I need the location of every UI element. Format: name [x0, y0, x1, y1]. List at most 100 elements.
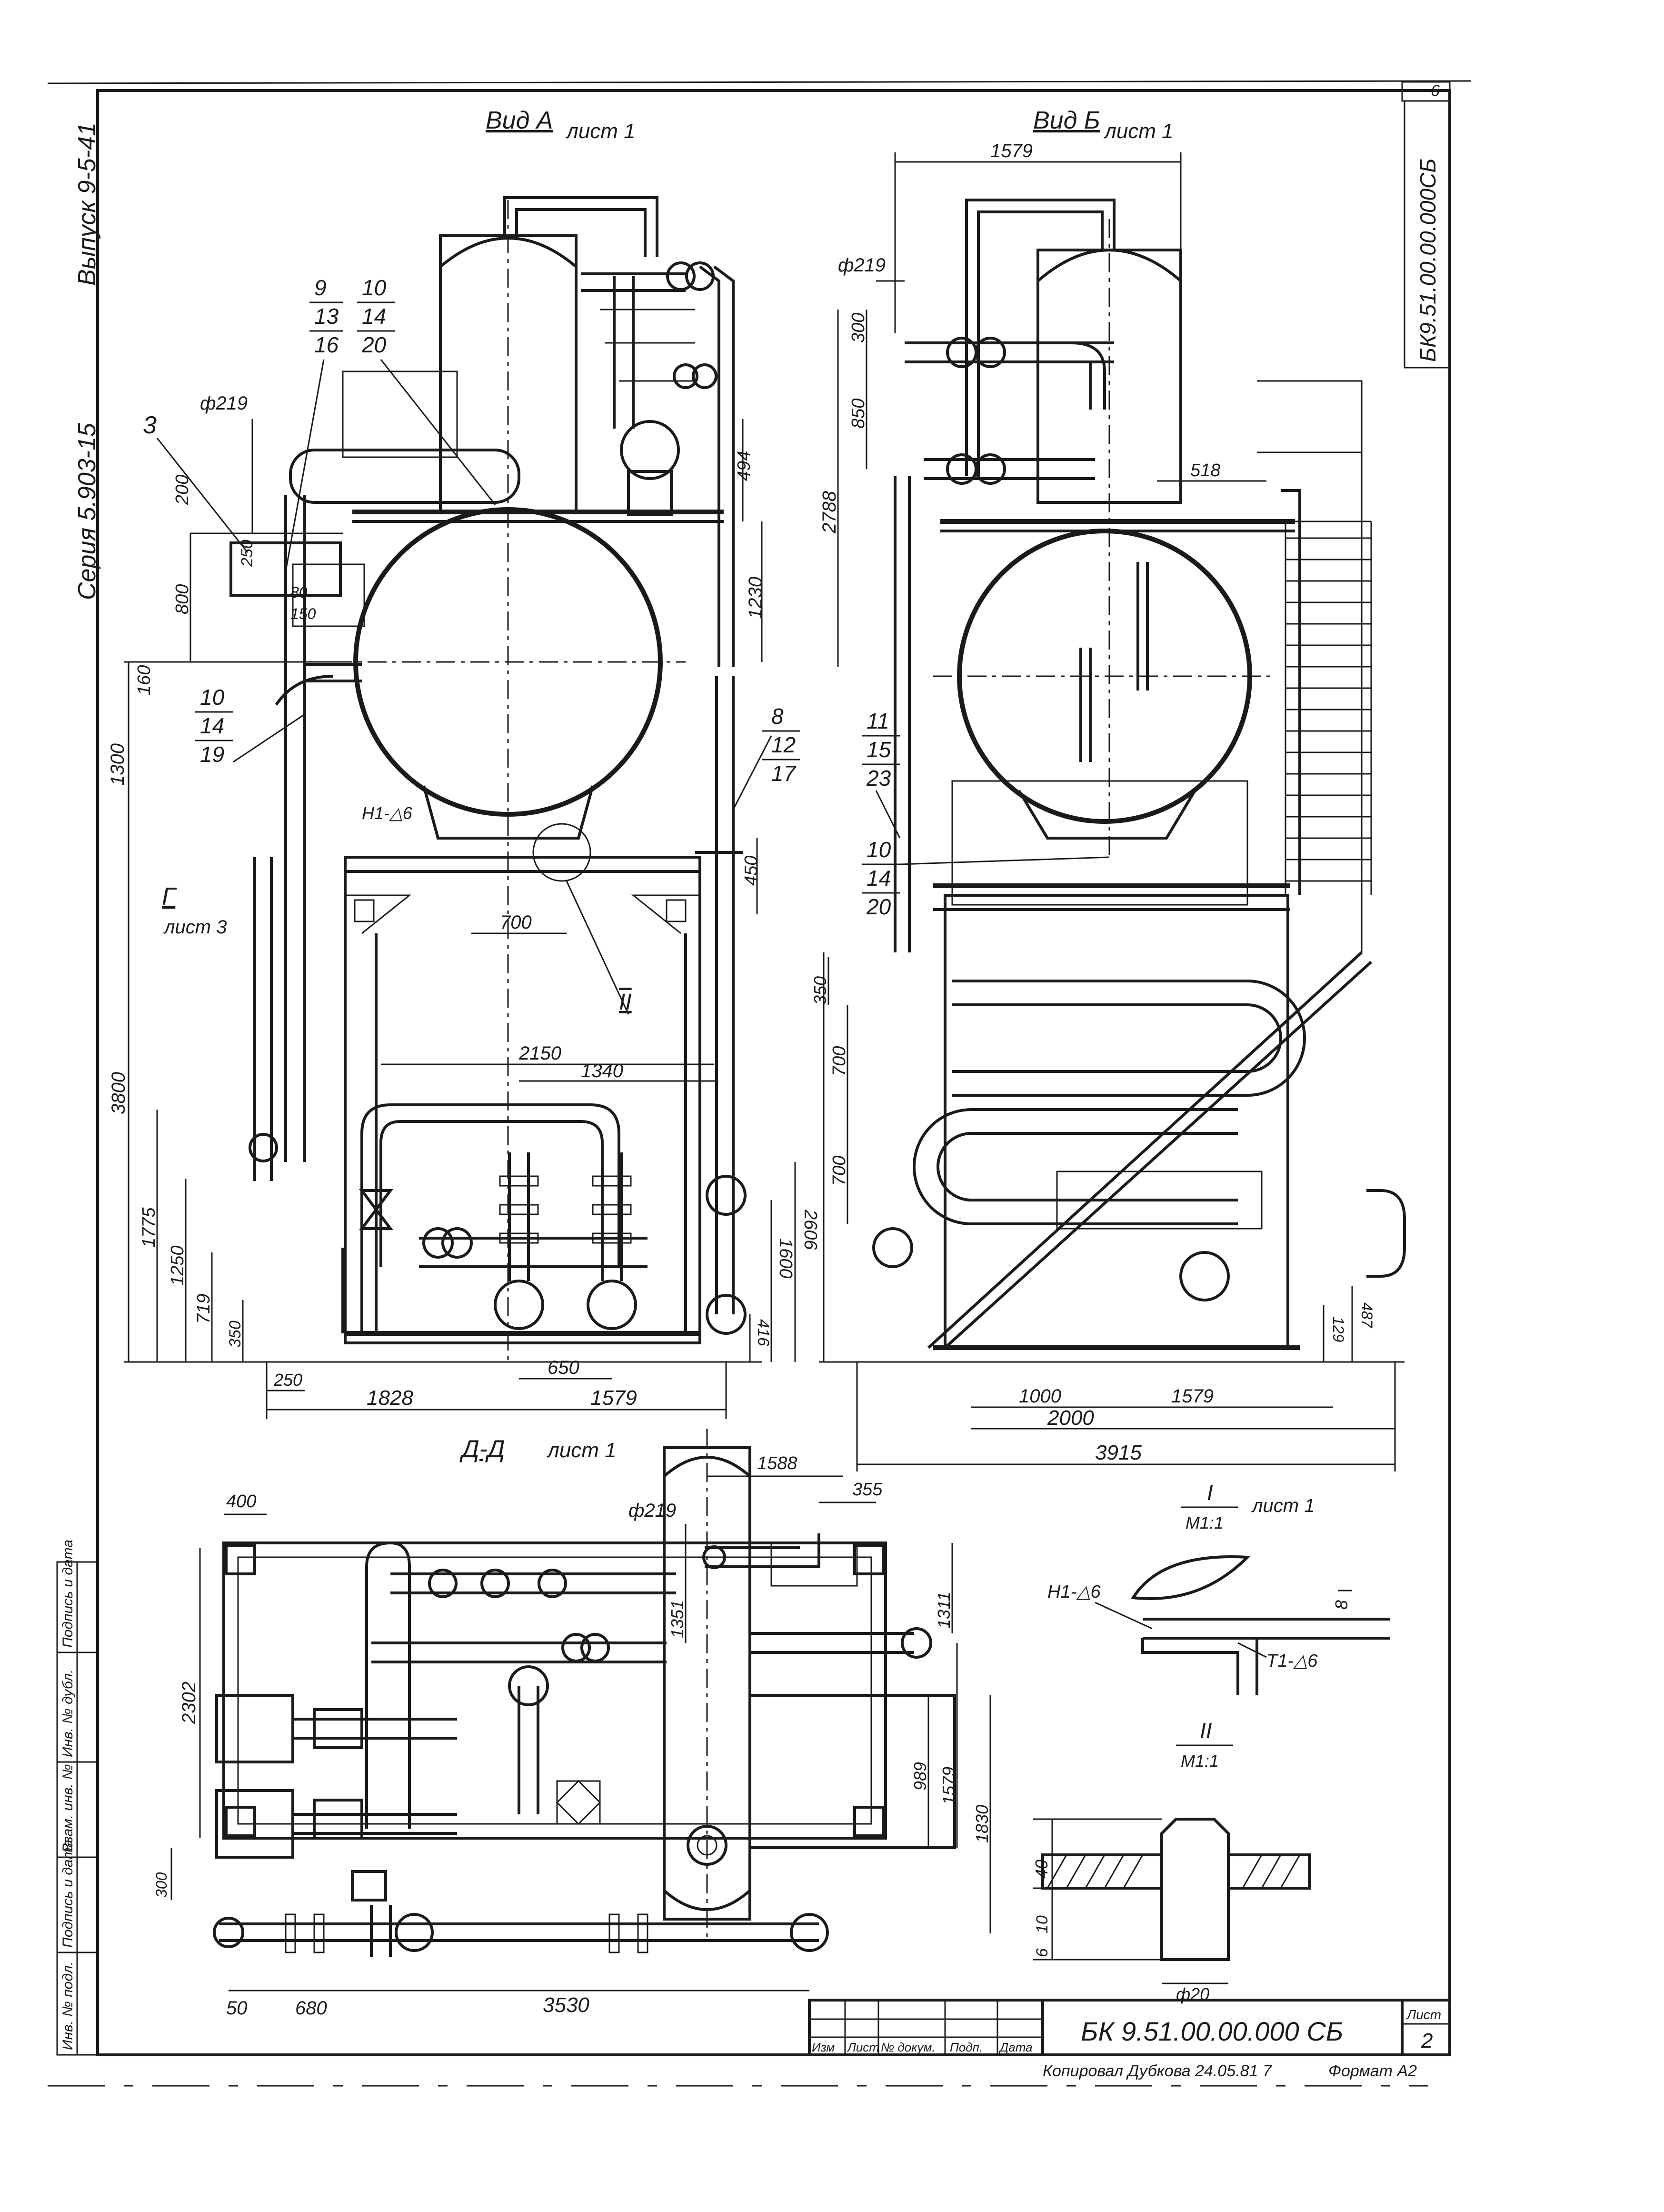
dim-a-1828: 1828	[367, 1386, 413, 1410]
sheet-number: 2	[1421, 2029, 1433, 2052]
stamp-replace-inv: Взам. инв. №	[60, 1764, 76, 1852]
dim-a-650: 650	[548, 1357, 579, 1378]
dim-a-1600: 1600	[776, 1238, 796, 1279]
dim-a-800: 800	[172, 584, 192, 614]
corner-sheet-number: 6	[1431, 82, 1440, 100]
callout-10a: 10	[362, 275, 387, 300]
callout-17: 17	[771, 761, 797, 786]
dim-b-3915: 3915	[1095, 1441, 1142, 1464]
dim-dd-1351: 1351	[668, 1600, 687, 1638]
dim-a-350: 350	[226, 1321, 244, 1348]
detail-1-scale: М1:1	[1186, 1513, 1224, 1532]
dim-dd-1588: 1588	[757, 1453, 797, 1473]
dim-b-2000: 2000	[1047, 1406, 1094, 1430]
title-block: Изм Лист № докум. Подп. Дата БК 9.51.00.…	[808, 1999, 1451, 2080]
sheet-label: Лист	[1406, 2007, 1441, 2022]
detail-2-scale: М1:1	[1181, 1751, 1219, 1771]
callout-9: 9	[314, 275, 327, 300]
callout-14a: 14	[362, 304, 386, 329]
dim-b-700b: 700	[829, 1156, 849, 1186]
detail-2: II М1:1 40 10 6 ф20	[1032, 1718, 1311, 2004]
dim-dd-300: 300	[153, 1872, 170, 1898]
dim-dd-1830: 1830	[972, 1805, 992, 1843]
detail-2-dim10: 10	[1033, 1915, 1051, 1933]
dim-b-1000: 1000	[1019, 1386, 1061, 1407]
callout-12: 12	[771, 732, 796, 757]
callout-13: 13	[314, 304, 339, 329]
stamp-inv-orig: Инв. № подл.	[60, 1962, 76, 2050]
detail-2-dim6: 6	[1033, 1948, 1051, 1957]
dim-b-350: 350	[810, 976, 830, 1005]
dim-dd-400: 400	[226, 1491, 256, 1511]
dim-b-487: 487	[1358, 1302, 1375, 1329]
dim-a-1340: 1340	[581, 1061, 623, 1081]
callout-10b: 10	[200, 685, 225, 710]
dim-a-1579: 1579	[590, 1386, 637, 1410]
dim-a-1775: 1775	[139, 1207, 159, 1248]
detail-2-dim40: 40	[1032, 1860, 1051, 1879]
detail-1-weld2: Т1-△6	[1266, 1651, 1318, 1671]
dim-b-1579b: 1579	[1171, 1386, 1214, 1407]
dim-a-250: 250	[238, 540, 256, 567]
issue-label: Выпуск 9-5-41	[73, 122, 101, 286]
callout-20a: 20	[361, 332, 387, 357]
dim-dd-3530: 3530	[543, 1993, 589, 2017]
dim-a-200: 200	[172, 475, 192, 505]
dim-b-2788: 2788	[819, 490, 840, 534]
callout-b-11: 11	[867, 709, 889, 733]
dim-dd-1311: 1311	[934, 1592, 954, 1629]
dim-a-250b: 250	[273, 1370, 302, 1390]
dim-a-2606: 2606	[800, 1209, 820, 1250]
dim-a-416: 416	[754, 1319, 772, 1346]
view-g-title: Г	[162, 883, 177, 911]
dim-dd-50: 50	[226, 1998, 248, 2019]
dim-a-2150: 2150	[518, 1043, 561, 1064]
vertical-doc-code: БК9.51.00.00.000СБ	[1415, 159, 1440, 362]
dim-b-700a: 700	[829, 1046, 849, 1076]
stair-steps	[1285, 537, 1371, 882]
dim-a-700: 700	[500, 912, 532, 933]
dim-a-1300: 1300	[107, 743, 128, 786]
callout-b-23: 23	[866, 766, 891, 791]
dim-b-129: 129	[1330, 1317, 1347, 1342]
dim-a-3800: 3800	[108, 1072, 129, 1114]
dim-b-300: 300	[848, 313, 868, 343]
dim-dd-1579: 1579	[939, 1767, 958, 1805]
callout-b-20: 20	[866, 894, 891, 919]
callout-16: 16	[314, 332, 339, 357]
tb-col-date: Дата	[998, 2040, 1033, 2054]
detail-1: I М1:1 лист 1 Н1-△6 Т1-△6 8	[1047, 1480, 1390, 1695]
format-label: Формат А2	[1328, 2062, 1417, 2080]
doc-code: БК 9.51.00.00.000 СБ	[1081, 2016, 1343, 2046]
view-b: Вид Б лист 1	[810, 107, 1406, 1471]
callout-b-15: 15	[867, 737, 891, 762]
dim-a-80: 80	[290, 584, 308, 601]
callout-3: 3	[143, 411, 157, 439]
side-stamp: Инв. № подл. Подпись и дата Взам. инв. №…	[56, 1540, 99, 2056]
callout-8: 8	[771, 704, 784, 729]
dim-b-219: ф219	[838, 255, 886, 276]
tb-col-sign: Подп.	[950, 2040, 983, 2054]
copied-by: Копировал Дубкова 24.05.81 7	[1043, 2062, 1272, 2080]
stamp-sign-date-2: Подпись и дата	[60, 1540, 76, 1648]
callout-b-10: 10	[867, 837, 891, 862]
detail-2-dim20: ф20	[1176, 1984, 1209, 2004]
view-a-weld: Н1-△6	[362, 803, 413, 823]
section-dd-sheet: лист 1	[546, 1439, 617, 1462]
view-a-sheet: лист 1	[565, 120, 636, 143]
dim-a-1250: 1250	[168, 1245, 188, 1286]
dim-a-450: 450	[741, 856, 761, 886]
dim-a-150: 150	[290, 605, 316, 622]
dim-b-850: 850	[848, 399, 868, 429]
detail-2-title: II	[1200, 1718, 1212, 1743]
section-dd-title: Д-Д	[459, 1435, 505, 1463]
view-g-sheet: лист 3	[163, 917, 227, 938]
view-b-title: Вид Б	[1033, 107, 1100, 134]
dim-dd-2302: 2302	[179, 1682, 199, 1724]
dim-dd-355: 355	[852, 1480, 883, 1500]
callout-14b: 14	[200, 713, 224, 738]
dim-a-494: 494	[734, 451, 754, 481]
detail-1-dim8: 8	[1332, 1600, 1351, 1610]
callout-19b: 19	[200, 742, 224, 767]
